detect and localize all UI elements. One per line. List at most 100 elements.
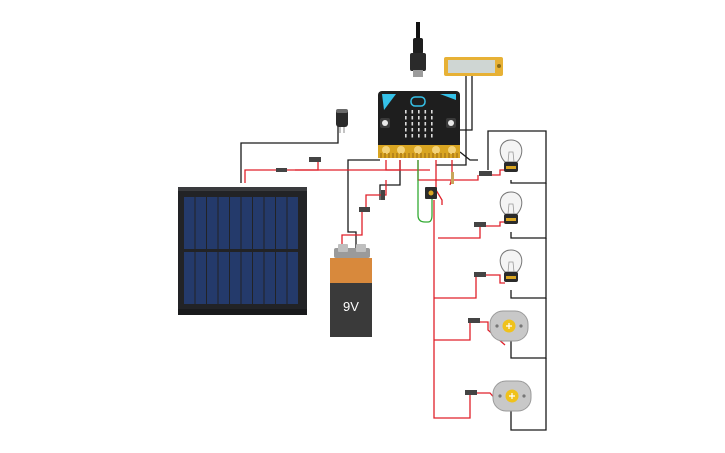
wire-bulb2-right <box>510 183 547 239</box>
solar-cell <box>207 197 218 249</box>
microbit-pin-finger <box>416 153 418 158</box>
microbit-button-a[interactable] <box>380 118 390 128</box>
solar-cell <box>184 197 195 249</box>
bulb-glass <box>499 191 523 215</box>
switch-component[interactable] <box>425 187 437 199</box>
switch-knob <box>428 190 434 196</box>
resistor-icon[interactable] <box>474 222 486 227</box>
microbit-pin[interactable] <box>432 146 440 154</box>
microbit-pin[interactable] <box>414 146 422 154</box>
wire-bus-right-top <box>459 151 478 161</box>
resistor-icon[interactable] <box>465 390 477 395</box>
led <box>431 128 433 132</box>
inline-components <box>276 157 492 395</box>
microbit-led-matrix <box>405 110 433 138</box>
wire-bulb3-right <box>510 238 547 299</box>
resistor-icon[interactable] <box>479 171 492 176</box>
microbit-pin-finger <box>456 153 458 158</box>
wire-bulb1-right <box>487 130 547 184</box>
wire-lcd-to-bus <box>436 76 467 166</box>
usb-plug-icon[interactable] <box>410 22 426 77</box>
led <box>424 122 427 126</box>
microbit-pin-finger <box>440 153 442 158</box>
bulb-glass <box>499 139 523 163</box>
bulb-filament <box>507 203 515 215</box>
solar-cell <box>264 197 275 249</box>
resistor-icon[interactable] <box>276 168 287 172</box>
wire-solar-to-capacitor <box>240 125 339 183</box>
motor-mount <box>495 324 499 328</box>
solar-cell <box>253 252 264 304</box>
light-bulb-icon[interactable] <box>499 191 523 224</box>
microbit-pin[interactable] <box>397 146 405 154</box>
microbit-pin-finger <box>448 153 450 158</box>
microbit-pin-finger <box>424 153 426 158</box>
wire-mb-bottom-black <box>379 160 401 200</box>
solar-cell <box>276 252 287 304</box>
dc-motor-icon[interactable] <box>492 380 532 412</box>
solar-cell <box>184 252 195 304</box>
light-bulb-icon[interactable] <box>499 139 523 172</box>
led <box>424 134 427 138</box>
microbit-accent-right <box>440 94 456 100</box>
solar-panel-top-edge <box>178 187 307 191</box>
dc-motor-icon[interactable] <box>489 310 529 342</box>
capacitor-top <box>336 109 348 113</box>
solar-cell <box>207 252 218 304</box>
red-wires <box>244 160 506 419</box>
resistor-icon[interactable] <box>468 318 480 323</box>
led <box>405 116 407 120</box>
microbit-board[interactable] <box>378 91 460 158</box>
black-wires <box>240 76 547 431</box>
capacitor-body <box>336 109 348 127</box>
motor-shaft-cross <box>509 393 515 399</box>
resistor-icon[interactable] <box>451 172 454 184</box>
led <box>411 122 414 126</box>
led <box>418 116 420 120</box>
wire-green-loop <box>417 160 433 223</box>
battery-9v[interactable]: 9V <box>330 244 372 337</box>
microbit-pins <box>380 146 458 158</box>
led <box>424 116 427 120</box>
wire-bulb2-left <box>486 221 505 227</box>
solar-cell <box>195 197 206 249</box>
lcd-mount-hole <box>497 64 501 68</box>
led <box>431 116 433 120</box>
resistor-icon[interactable] <box>309 157 321 162</box>
button-b-cap <box>448 120 454 126</box>
dc-motors <box>489 310 532 412</box>
led <box>405 134 407 138</box>
bulb-socket-pad <box>506 276 516 279</box>
wire-bus-vertical <box>433 200 471 419</box>
solar-panel[interactable] <box>178 187 307 315</box>
resistor-icon[interactable] <box>474 272 486 277</box>
microbit-pin-finger <box>428 153 430 158</box>
led <box>424 128 427 132</box>
bulb-filament <box>507 151 515 163</box>
wire-lcd-to-microbit <box>458 76 473 131</box>
microbit-pin-finger <box>432 153 434 158</box>
capacitor[interactable] <box>336 109 348 133</box>
resistor-icon[interactable] <box>359 207 370 212</box>
microbit-pin[interactable] <box>382 146 390 154</box>
usb-cable-strain <box>413 38 423 54</box>
microbit-pin-finger <box>380 153 382 158</box>
battery-body <box>330 283 372 337</box>
motor-mount <box>522 394 526 398</box>
solar-cell <box>230 197 241 249</box>
resistor-icon[interactable] <box>381 190 385 200</box>
wire-battery-neg <box>347 159 380 250</box>
motor-shaft-cross <box>506 323 512 329</box>
microbit-pin[interactable] <box>448 146 456 154</box>
solar-cell <box>218 197 229 249</box>
solar-cell <box>218 252 229 304</box>
light-bulb-icon[interactable] <box>499 249 523 282</box>
microbit-button-b[interactable] <box>446 118 456 128</box>
wire-battery-pos <box>341 210 363 250</box>
led <box>424 110 427 114</box>
wire-switch-battery <box>365 180 387 210</box>
lcd-module[interactable] <box>444 57 503 76</box>
usb-cable-head <box>410 53 426 71</box>
solar-cell <box>264 252 275 304</box>
microbit-pin-finger <box>400 153 402 158</box>
